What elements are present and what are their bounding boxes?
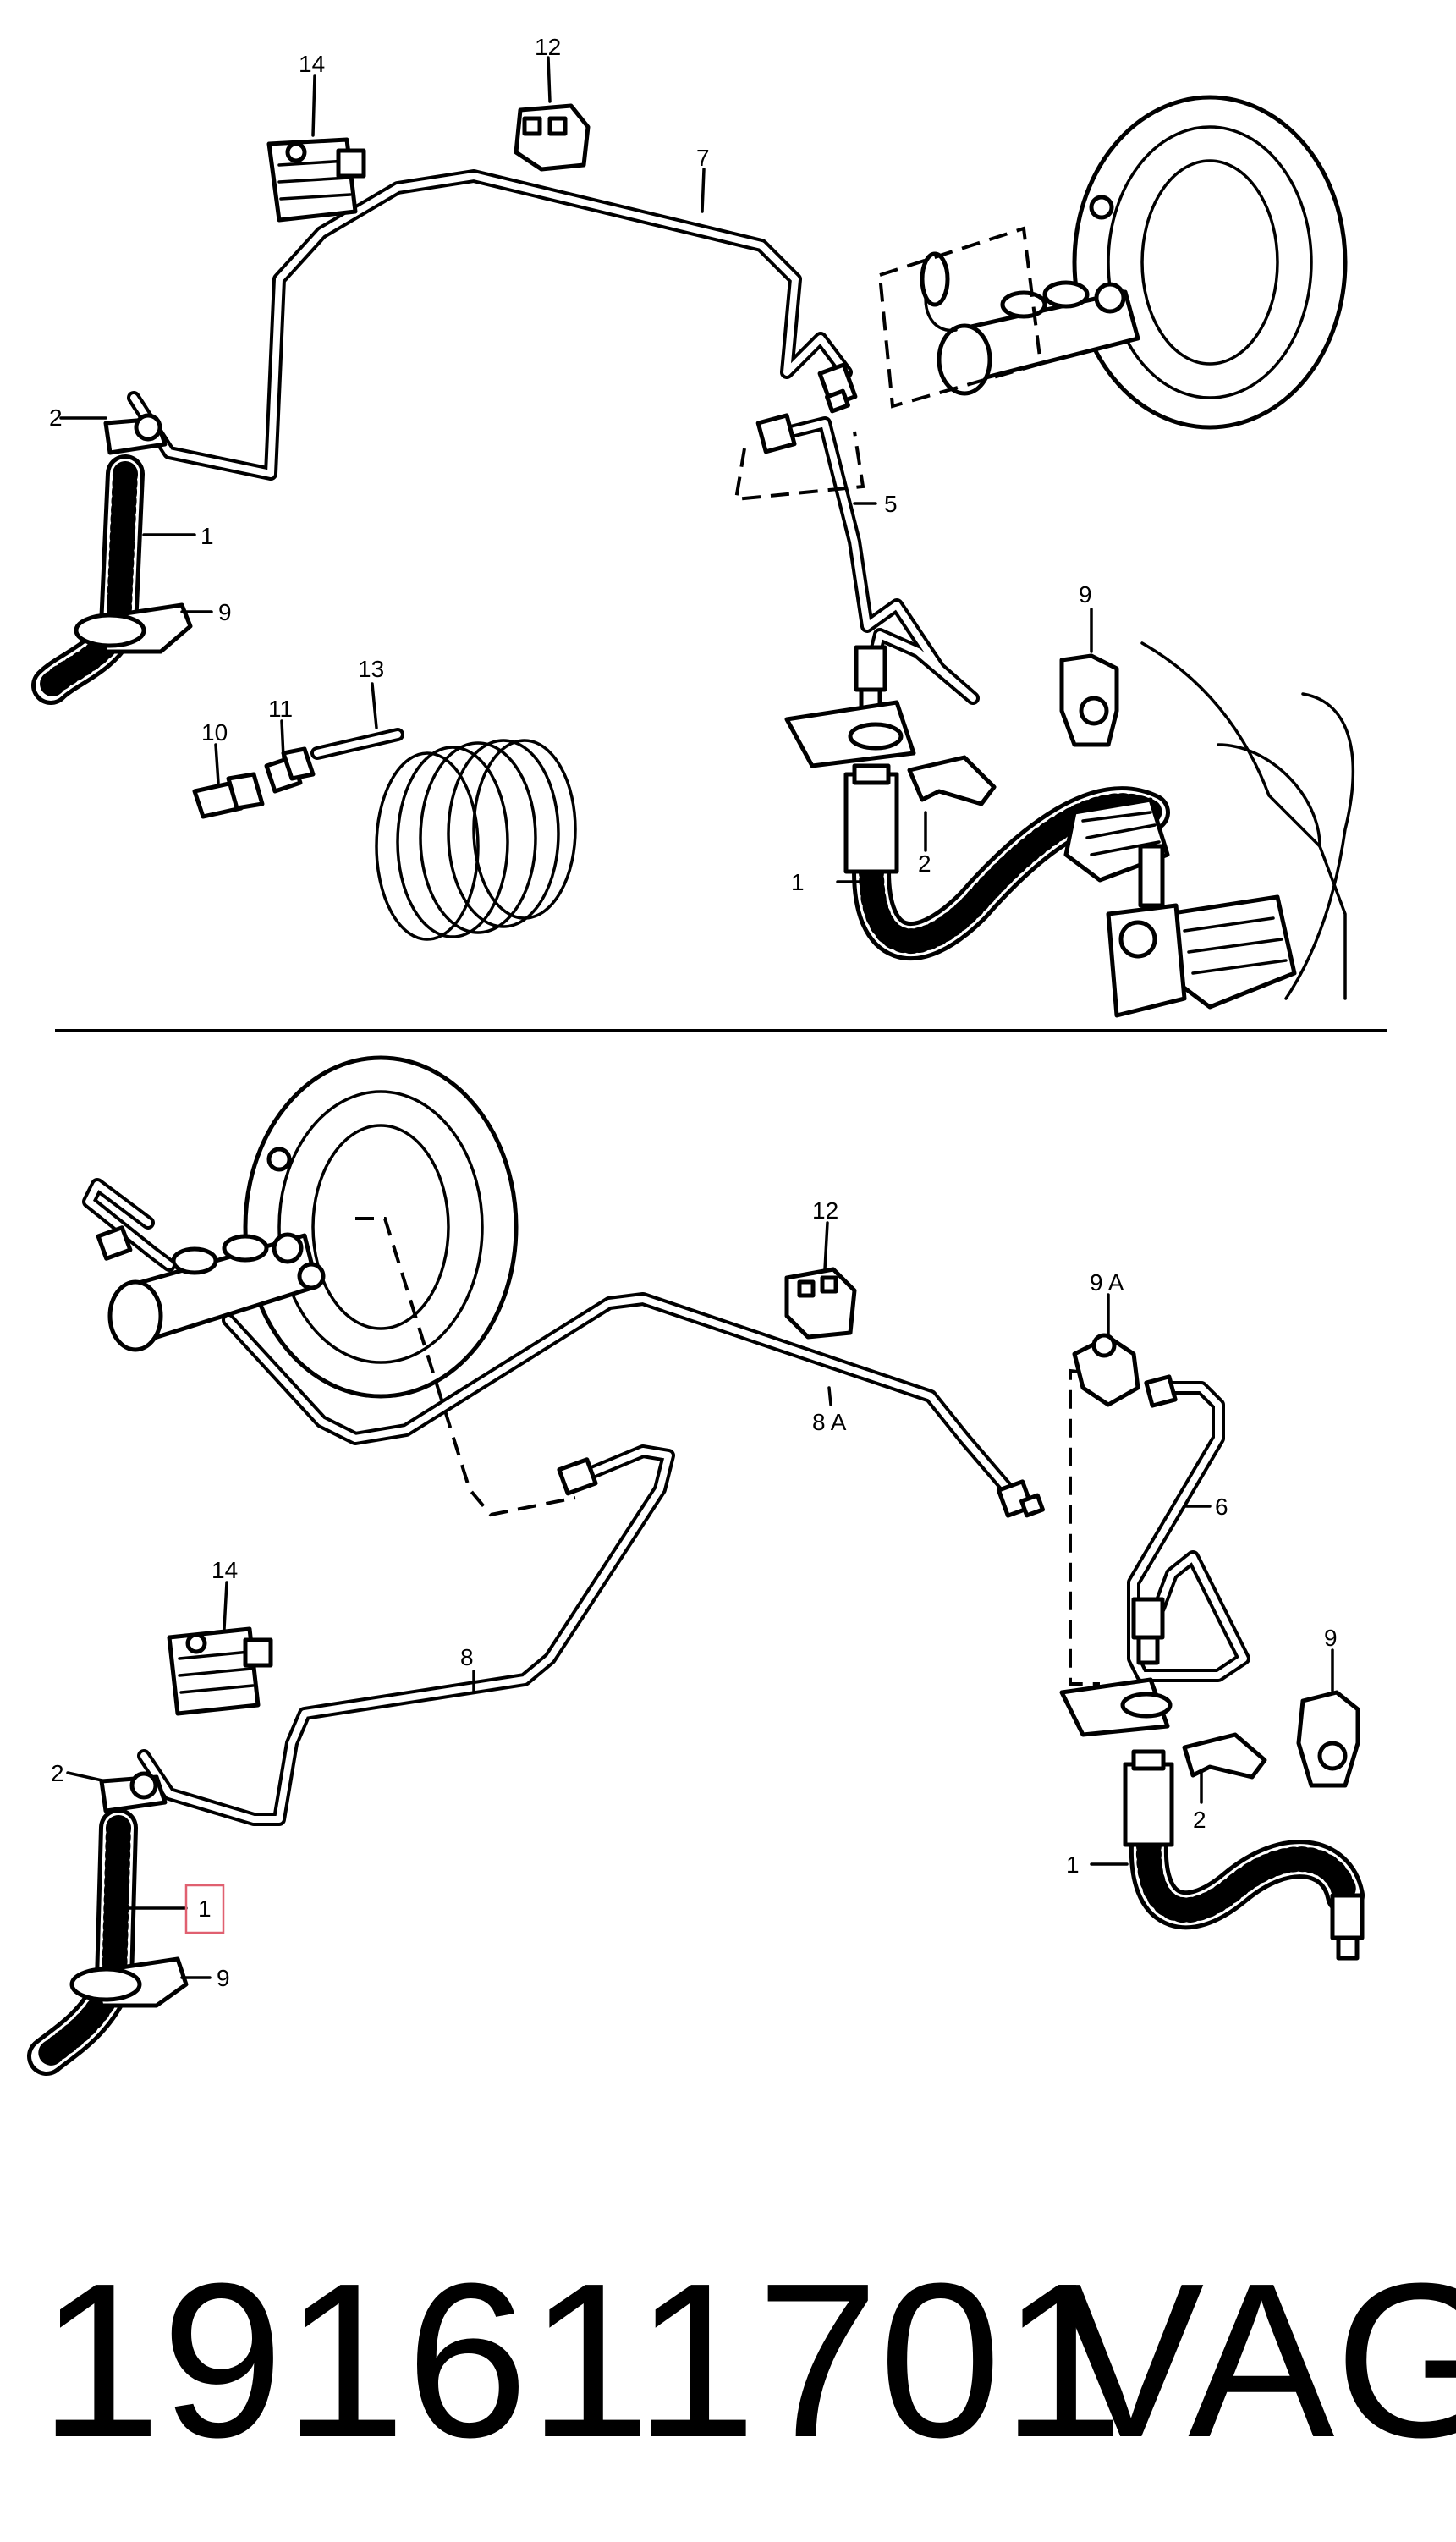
top-label-2-right: 2 [918, 850, 931, 877]
bottom-bracket-9-right [1296, 1690, 1360, 1788]
top-clip-2-left [103, 413, 168, 455]
bottom-label-12: 12 [812, 1197, 838, 1224]
bottom-master-cylinder [82, 1178, 326, 1352]
highlight-box [184, 1884, 225, 1934]
top-label-13: 13 [358, 656, 384, 682]
bottom-clamp-14 [167, 1626, 273, 1716]
top-label-2-left: 2 [49, 404, 63, 431]
top-label-1-right: 1 [791, 869, 805, 895]
top-brake-booster [1072, 95, 1348, 430]
top-label-12: 12 [535, 34, 561, 60]
bottom-callout-labels: 2 1 9 8 8 A 12 14 9 A 6 9 1 2 [51, 1197, 1338, 1991]
top-label-1-left: 1 [201, 523, 214, 549]
bottom-label-8A: 8 A [812, 1409, 847, 1435]
bottom-label-1-left: 1 [198, 1895, 212, 1922]
bottom-9A-dash [1069, 1368, 1109, 1686]
part-number: 191611701 [39, 2238, 1124, 2484]
top-label-9-left: 9 [218, 599, 232, 625]
top-label-5: 5 [884, 491, 898, 517]
brand-name: VAG [1058, 2238, 1456, 2484]
bottom-label-9-right: 9 [1324, 1625, 1338, 1651]
top-caliper-assembly [1063, 641, 1355, 1018]
top-label-11: 11 [268, 696, 293, 722]
top-union-10 [192, 772, 265, 819]
top-pipe-coil-13 [310, 728, 577, 941]
bottom-label-6: 6 [1215, 1494, 1228, 1520]
top-union-11 [264, 746, 316, 794]
brake-line-diagram: 2 1 9 5 7 14 12 9 10 11 13 1 2 [27, 34, 1387, 2076]
bottom-leader-lines [66, 1221, 1334, 1979]
bottom-clip-12 [784, 1267, 857, 1340]
top-brake-pipe-7 [127, 169, 858, 481]
top-callout-labels: 2 1 9 5 7 14 12 9 10 11 13 1 2 [49, 34, 1092, 895]
top-master-dash [878, 226, 1043, 409]
bottom-label-14: 14 [212, 1557, 238, 1583]
top-bracket-9-left [74, 602, 193, 654]
bottom-brake-pipe-8 [137, 1444, 675, 1826]
top-label-7: 7 [696, 145, 710, 171]
bottom-label-2-right: 2 [1193, 1807, 1206, 1833]
top-label-14: 14 [299, 51, 325, 77]
bottom-label-2-left: 2 [51, 1760, 64, 1786]
bottom-assembly: 2 1 9 8 8 A 12 14 9 A 6 9 1 2 [27, 1055, 1365, 2076]
top-master-cylinder [920, 251, 1140, 396]
bottom-clip-2-right [1182, 1732, 1267, 1780]
top-clip-2-right [907, 755, 997, 806]
top-label-9-right: 9 [1079, 581, 1092, 608]
top-label-10: 10 [201, 719, 228, 746]
top-bracket-9-right [1059, 653, 1119, 747]
top-assembly: 2 1 9 5 7 14 12 9 10 11 13 1 2 [31, 34, 1355, 1018]
top-clamp-14 [266, 137, 366, 223]
bottom-brake-pipe-8A [222, 1292, 1045, 1518]
bottom-label-9A: 9 A [1090, 1269, 1124, 1296]
bottom-label-9-left: 9 [217, 1965, 230, 1991]
bottom-connector-9A [1072, 1333, 1140, 1407]
top-clip-12 [514, 103, 591, 172]
bottom-master-dash [355, 1217, 576, 1517]
top-pipe5-dash [733, 431, 865, 502]
bottom-brake-booster [243, 1055, 519, 1399]
bottom-bracket-9-left [69, 1956, 189, 2008]
bottom-clip-2-left [99, 1771, 168, 1813]
bottom-label-1-right: 1 [1066, 1851, 1080, 1878]
bottom-brake-pipe-6 [1127, 1374, 1250, 1682]
top-leader-lines [59, 56, 1093, 883]
bottom-brake-hose-right [1123, 1749, 1365, 1961]
top-brake-pipe-5 [755, 413, 980, 718]
bottom-label-8: 8 [460, 1644, 474, 1670]
bottom-brake-hose-left [27, 1808, 138, 2076]
